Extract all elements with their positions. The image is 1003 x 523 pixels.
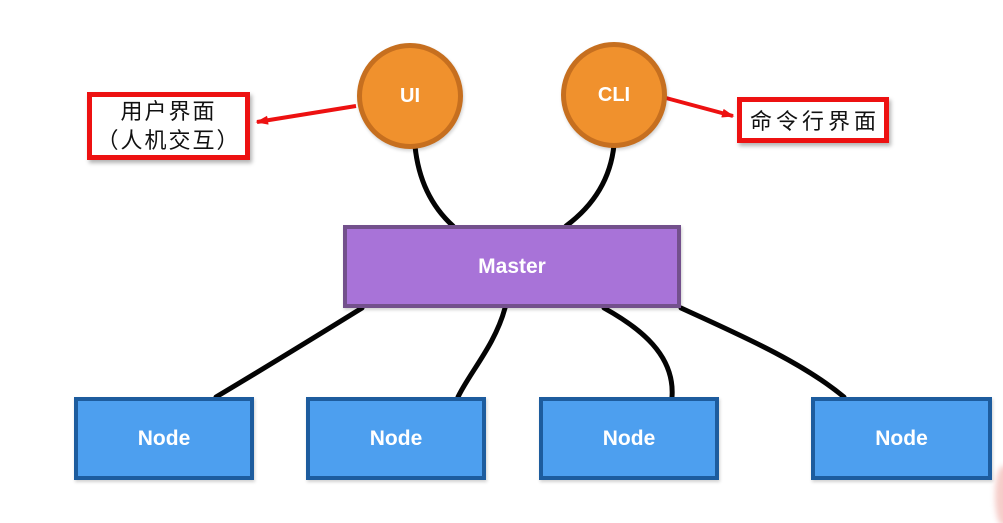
master-box: Master	[343, 225, 681, 308]
node-box-2-label: Node	[369, 426, 423, 450]
left-callout-line2: （人机交互）	[96, 128, 241, 153]
left-callout-box: 用户界面 （人机交互）	[87, 92, 250, 160]
cli-circle: CLI	[561, 42, 667, 148]
node-box-2: Node	[306, 397, 486, 480]
ui-circle: UI	[357, 43, 463, 149]
cli-circle-label: CLI	[597, 83, 631, 106]
node-box-4: Node	[811, 397, 992, 480]
connector-master-to-node1	[213, 305, 365, 400]
node-box-1-label: Node	[137, 426, 191, 450]
connector-master-to-node4	[678, 305, 847, 400]
connector-cli-to-master	[563, 142, 617, 229]
watermark-fragment	[995, 466, 1003, 523]
node-box-1: Node	[74, 397, 254, 480]
connector-master-to-node2	[455, 305, 508, 400]
node-box-3: Node	[539, 397, 719, 480]
connector-ui-to-master	[412, 143, 456, 229]
left-callout-line1: 用户界面	[120, 99, 217, 124]
arrow-cli-to-right-callout	[665, 96, 735, 118]
ui-circle-label: UI	[400, 84, 420, 107]
node-box-4-label: Node	[875, 426, 928, 450]
right-callout-label: 命令行界面	[749, 109, 880, 134]
right-callout-box: 命令行界面	[737, 97, 889, 143]
arrow-ui-to-left-callout	[255, 104, 357, 125]
node-box-3-label: Node	[602, 426, 656, 450]
connector-master-to-node3	[601, 305, 675, 400]
master-box-label: Master	[478, 254, 546, 278]
